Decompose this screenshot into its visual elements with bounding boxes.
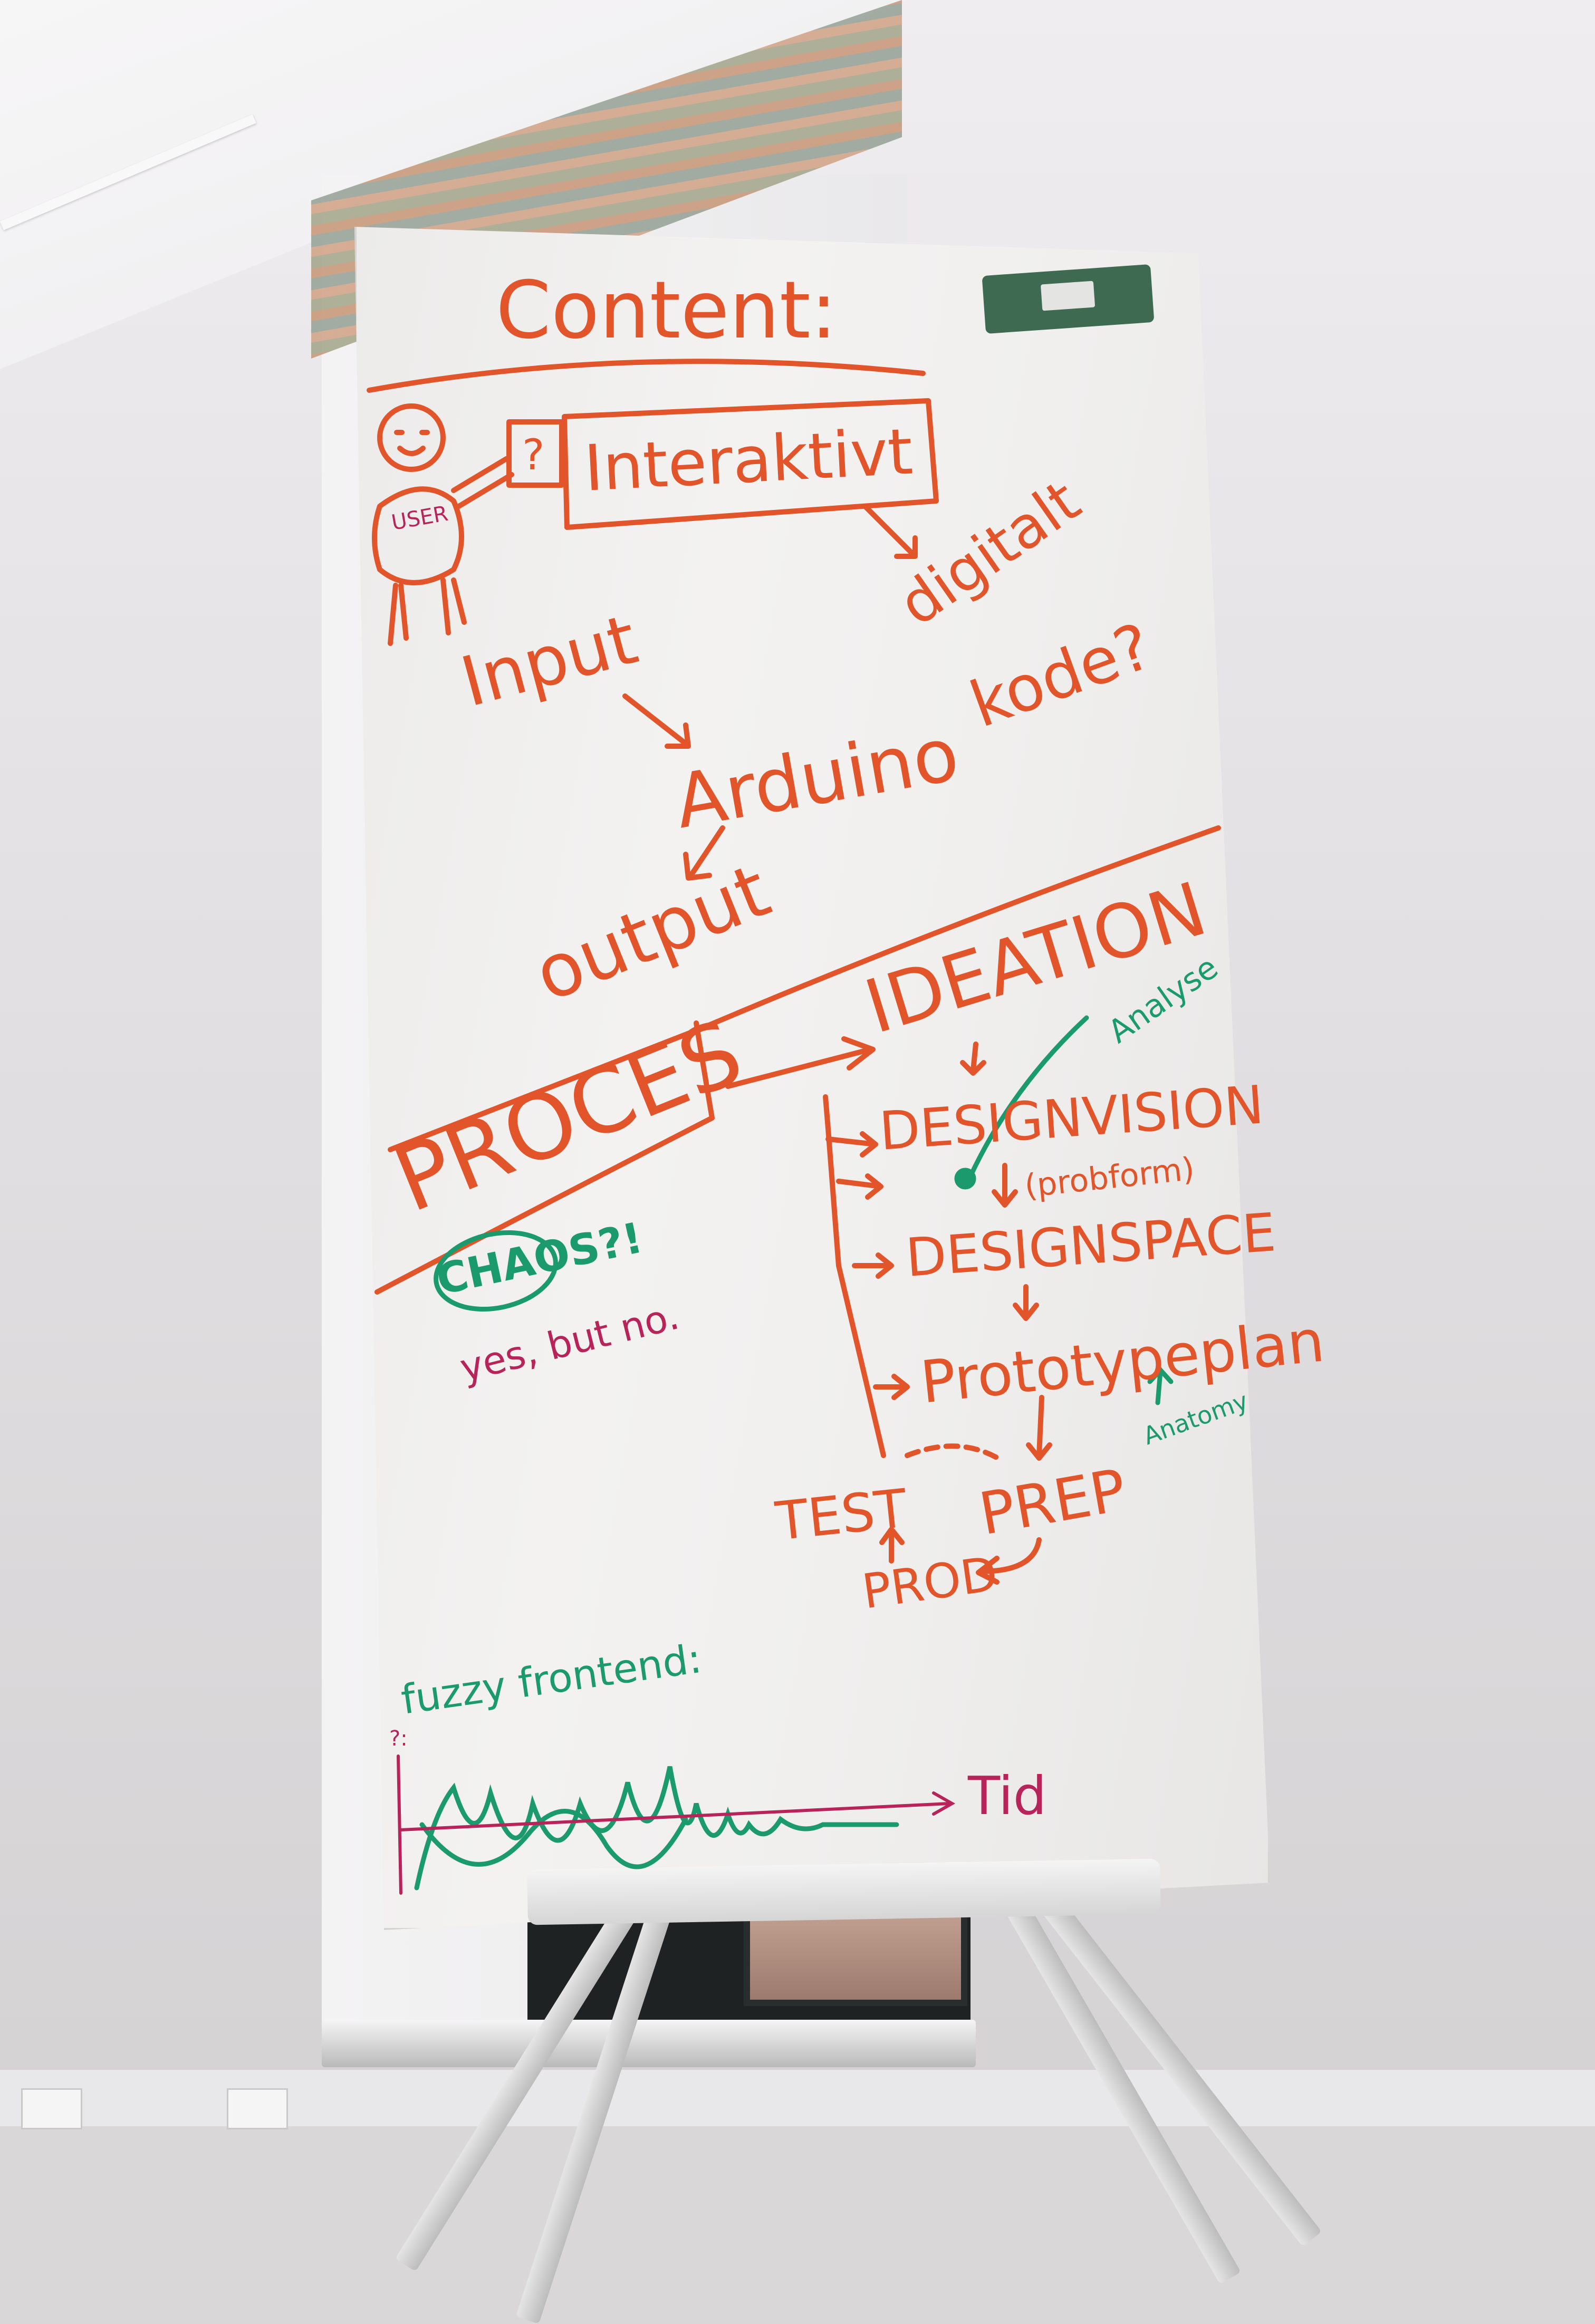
- fuzzy-frontend-text: fuzzy frontend:: [398, 1635, 704, 1723]
- tid-text: Tid: [967, 1765, 1046, 1827]
- fuzzy-question-text: ?:: [389, 1727, 408, 1751]
- test-text: TEST: [772, 1477, 910, 1552]
- chaos-circle: [434, 1230, 558, 1312]
- time-axis-y: [397, 1754, 402, 1895]
- user-head: [377, 403, 446, 472]
- prod-text: PROD: [859, 1546, 1001, 1620]
- question-box: [506, 419, 564, 488]
- prep-text: PREP: [974, 1456, 1131, 1548]
- user-arrow: [451, 456, 514, 509]
- prototypeplan-text: Prototypeplan: [917, 1307, 1327, 1416]
- time-axis-x: [399, 1791, 956, 1831]
- user-body: [372, 486, 464, 585]
- band-top-line: [388, 825, 1221, 1152]
- arduino-text: Arduino: [669, 711, 965, 846]
- designspace-text: DESIGNSPACE: [904, 1201, 1278, 1289]
- kode-text: kode?: [961, 610, 1161, 742]
- probform-text: (probform): [1023, 1151, 1196, 1205]
- power-outlet: [21, 2088, 82, 2129]
- whiteboard-drawing: Content: USER ? Interaktivt digitalt Inp…: [367, 265, 1328, 1895]
- designvision-text: DESIGNVISION: [878, 1074, 1266, 1162]
- window-sill: [322, 2020, 976, 2067]
- proces-text: PROCES: [380, 1000, 756, 1233]
- user-label: USER: [390, 502, 450, 535]
- interaktivt-box: [562, 398, 939, 530]
- band-bottom-line: [374, 1115, 715, 1295]
- output-text: output: [523, 847, 781, 1018]
- fuzzy-scribble: [414, 1766, 899, 1891]
- title-text: Content:: [496, 265, 837, 356]
- question-mark: ?: [522, 430, 544, 479]
- input-text: Input: [453, 599, 645, 722]
- title-underline: [367, 359, 926, 393]
- process-line: [823, 1094, 886, 1458]
- interaktivt-text: Interaktivt: [582, 416, 915, 506]
